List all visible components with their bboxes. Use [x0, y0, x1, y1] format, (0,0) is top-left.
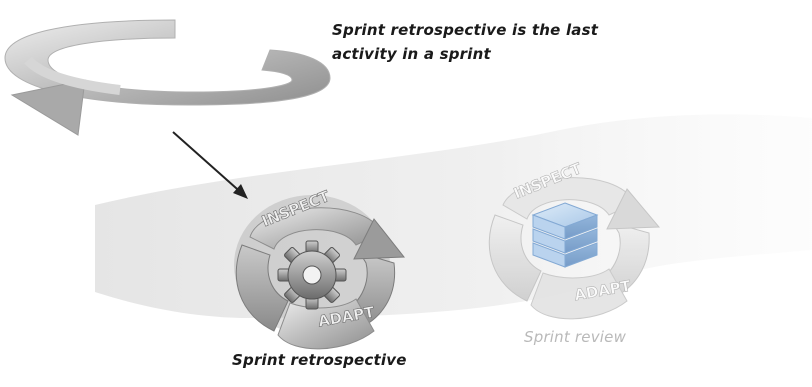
- pointer-line: [172, 131, 246, 197]
- retrospective-ring: [234, 195, 406, 350]
- callout-text: Sprint retrospective is the last activit…: [332, 18, 662, 66]
- callout-line-1: Sprint retrospective is the last: [332, 21, 599, 39]
- sprint-path-band: [95, 114, 812, 318]
- review-ring: [488, 177, 661, 320]
- callout-line-2: activity in a sprint: [332, 45, 491, 63]
- pointer-arrowhead: [233, 184, 248, 199]
- cube-stack-icon: [531, 202, 599, 268]
- retrospective-caption: Sprint retrospective: [232, 351, 407, 369]
- sprint-cycle-arrow: [4, 19, 331, 136]
- review-caption: Sprint review: [524, 328, 627, 346]
- gear-icon: [277, 240, 347, 310]
